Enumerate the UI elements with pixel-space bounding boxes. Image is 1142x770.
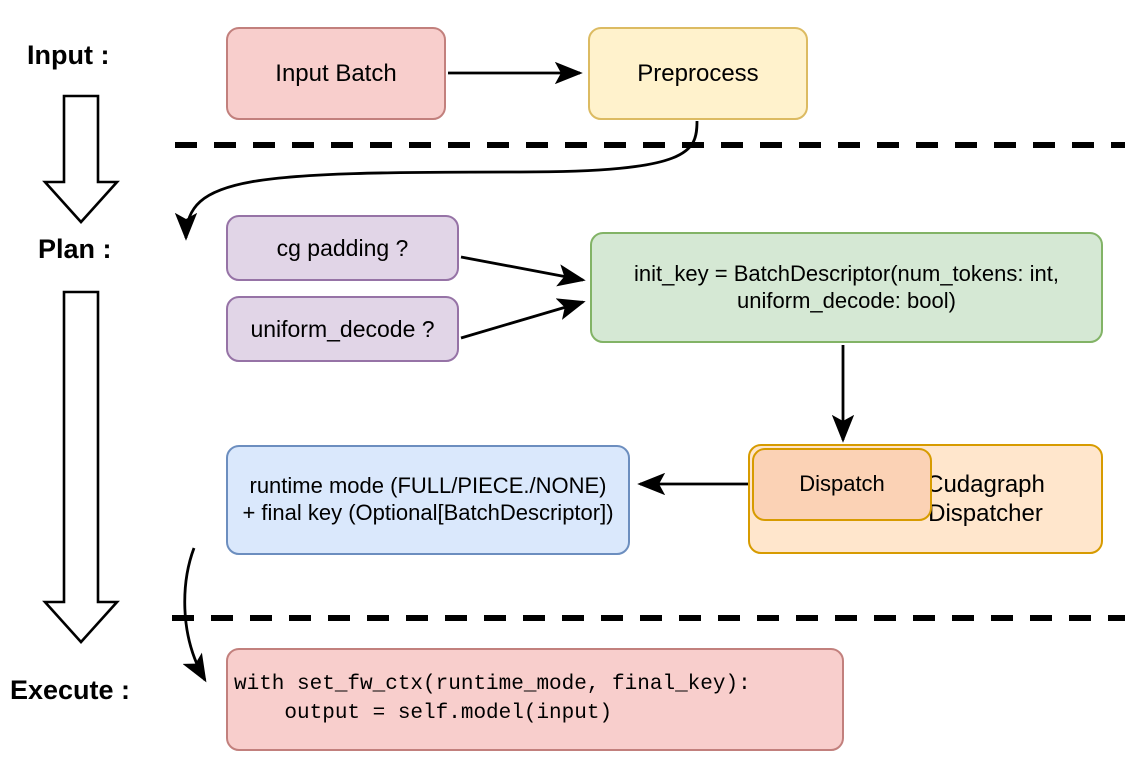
node-code-block-text: with set_fw_ctx(runtime_mode, final_key)…: [234, 673, 751, 725]
node-cg-padding-label: cg padding ?: [276, 234, 409, 261]
stage-label-input: Input :: [27, 40, 110, 70]
edge-cg-padding-to-init-key: [460, 255, 586, 287]
node-cg-padding[interactable]: cg padding ?: [226, 215, 459, 281]
node-input-batch-label: Input Batch: [275, 59, 397, 87]
node-init-key[interactable]: init_key = BatchDescriptor(num_tokens: i…: [590, 232, 1103, 343]
stage-label-execute: Execute :: [10, 675, 131, 705]
input-to-plan-flow-arrow: [42, 94, 120, 224]
node-runtime-mode-label: runtime mode (FULL/PIECE./NONE) + final …: [242, 473, 614, 525]
edge-runtime-mode-to-code: [182, 547, 207, 683]
node-dispatch[interactable]: Dispatch: [752, 448, 932, 521]
node-input-batch[interactable]: Input Batch: [226, 27, 446, 120]
node-preprocess[interactable]: Preprocess: [588, 27, 808, 120]
plan-to-execute-flow-arrow: [42, 290, 120, 644]
node-cudagraph-dispatcher-label: Cudagraph Dispatcher: [926, 470, 1045, 527]
node-init-key-label: init_key = BatchDescriptor(num_tokens: i…: [634, 260, 1059, 313]
node-runtime-mode[interactable]: runtime mode (FULL/PIECE./NONE) + final …: [226, 445, 630, 555]
edge-uniform-decode-to-init-key: [460, 298, 586, 340]
node-code-block[interactable]: with set_fw_ctx(runtime_mode, final_key)…: [226, 648, 844, 751]
node-uniform-decode-label: uniform_decode ?: [250, 315, 435, 342]
node-uniform-decode[interactable]: uniform_decode ?: [226, 296, 459, 362]
node-dispatch-label: Dispatch: [799, 471, 885, 497]
node-preprocess-label: Preprocess: [637, 59, 759, 87]
stage-label-plan: Plan :: [38, 234, 112, 264]
